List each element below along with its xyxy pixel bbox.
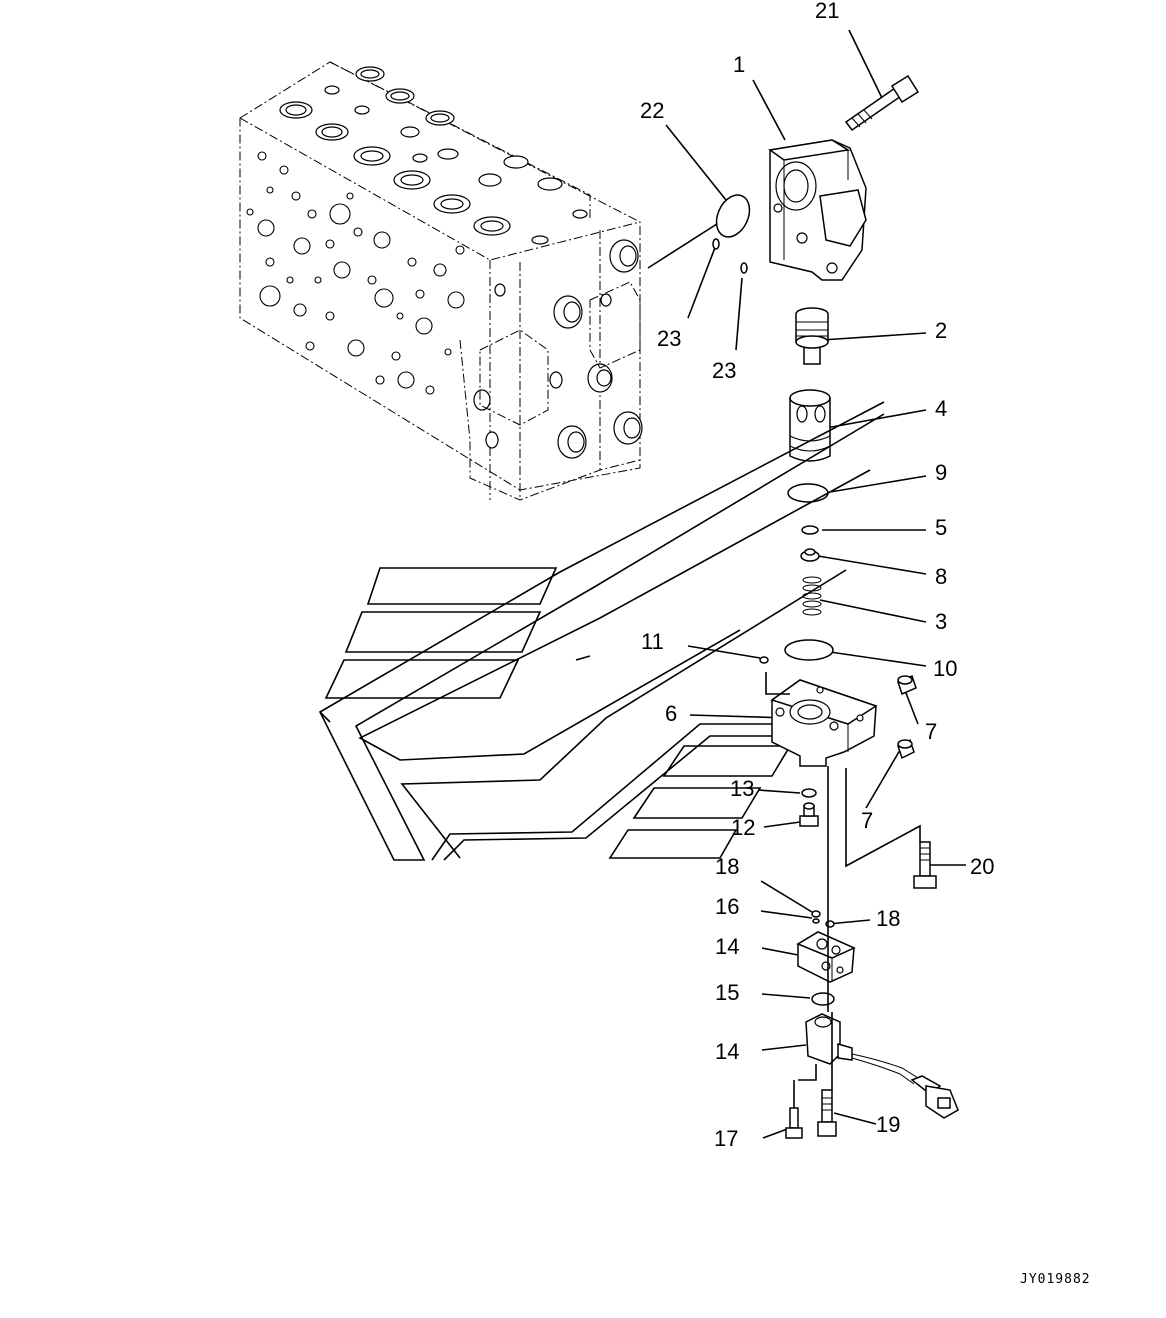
part-11-oring [759,656,769,664]
callout-14: 14 [715,934,739,959]
callout-7: 7 [925,719,937,744]
part-3-spring [802,576,822,616]
part-17-screw [785,1080,803,1139]
callout-6: 6 [665,701,677,726]
callout-22: 22 [640,98,664,123]
callout-21: 21 [815,0,839,23]
part-14-adapter [796,931,856,983]
assembly-centerline [765,672,833,1090]
part-23-orings [712,238,748,274]
part-15-oring [811,992,835,1006]
callout-1: 1 [733,52,745,77]
part-1-valve-housing [768,139,867,281]
part-10-oring [784,639,834,661]
exploded-outline-shapes [318,401,885,861]
callout-9: 9 [935,460,947,485]
part-7-plugs [897,674,917,760]
callout-20: 20 [970,854,994,879]
callout-15: 15 [715,980,739,1005]
callout-18: 18 [876,906,900,931]
part-21-bolt [844,74,920,132]
callout-4: 4 [935,396,947,421]
callout-7: 7 [861,808,873,833]
callout-8: 8 [935,564,947,589]
callout-2: 2 [935,318,947,343]
callout-16: 16 [715,894,739,919]
part-8-plug [800,548,820,562]
callout-3: 3 [935,609,947,634]
callout-13: 13 [730,776,754,801]
leader-lines [647,29,966,1139]
callout-23: 23 [657,326,681,351]
callout-10: 10 [933,656,957,681]
callout-18: 18 [715,854,739,879]
part-16-18-orings [811,910,835,928]
part-9-oring [787,483,829,503]
callout-19: 19 [876,1112,900,1137]
part-13-oring [801,788,817,798]
callout-14: 14 [715,1039,739,1064]
part-20-bolt [845,768,937,889]
part-19-screw [817,1089,837,1137]
callout-5: 5 [935,515,947,540]
callout-labels: 21 1 22 23 23 2 4 9 5 8 3 11 10 6 7 7 13… [640,0,994,1151]
part-5-oring [801,525,819,535]
callout-17: 17 [714,1126,738,1151]
part-6-valve-body [770,679,878,767]
callout-11: 11 [641,629,664,654]
part-12-plug [799,802,819,827]
callout-12: 12 [731,815,755,840]
figure-id: JY019882 [1020,1272,1091,1287]
part-2-spool [795,307,829,365]
callout-23: 23 [712,358,736,383]
part-22-gasket [715,194,751,238]
control-valve-block [239,61,643,501]
